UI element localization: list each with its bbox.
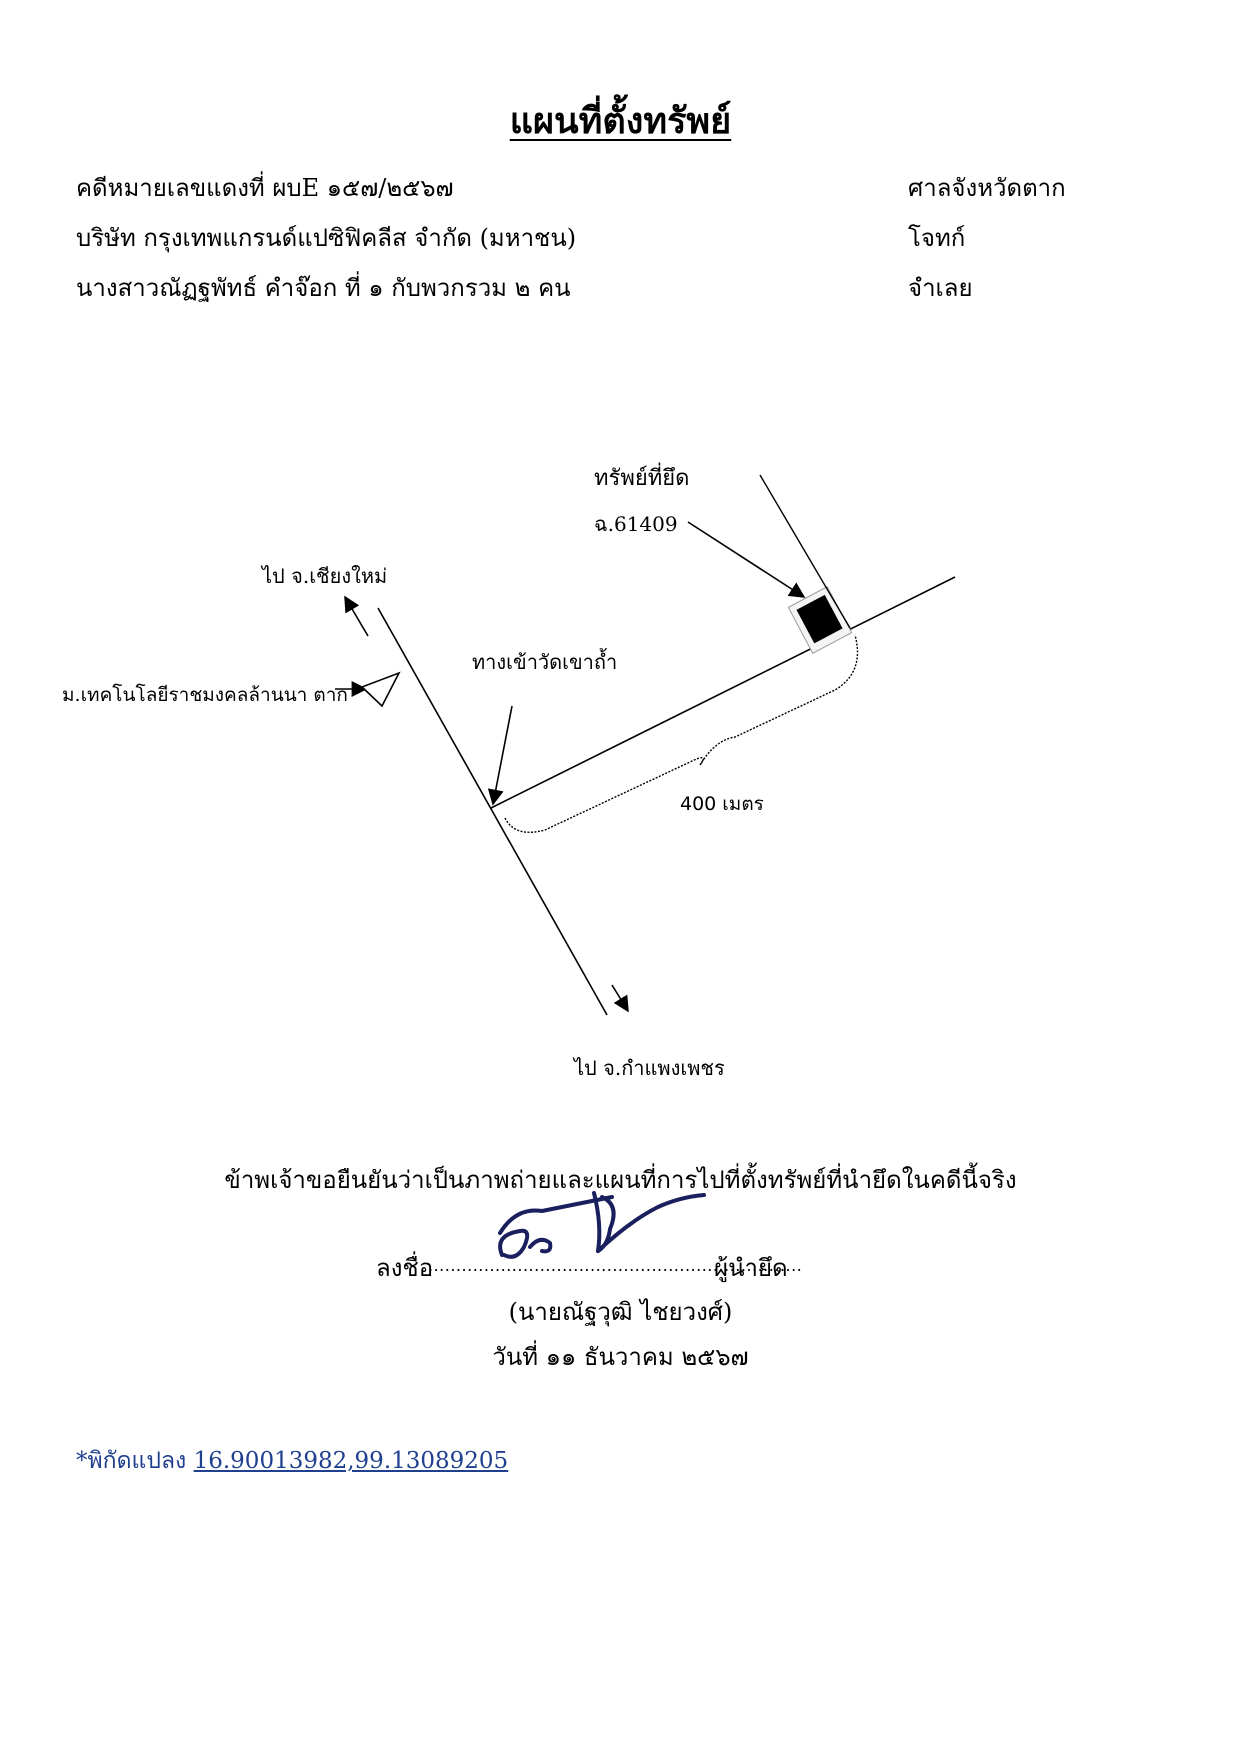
document-title: แผนที่ตั้งทรัพย์ — [509, 100, 732, 142]
defendant-role: จำเลย — [908, 274, 973, 302]
handwritten-signature — [498, 1191, 706, 1259]
to-chiangmai-label: ไป จ.เชียงใหม่ — [262, 564, 388, 588]
plaintiff-name: บริษัท กรุงเทพแกรนด์แปซิฟิคลีส จำกัด (มห… — [76, 224, 577, 252]
main-highway — [377, 607, 608, 1016]
property-marker — [796, 594, 843, 644]
confirmation-statement: ข้าพเจ้าขอยืนยันว่าเป็นภาพถ่ายและแผนที่ก… — [224, 1166, 1017, 1194]
defendant-name: นางสาวณัฏฐพัทธ์ คำจ๊อก ที่ ๑ กับพวกรวม ๒… — [76, 274, 571, 302]
plot-coordinates: *พิกัดแปลง 16.90013982,99.13089205 — [76, 1443, 508, 1479]
sign-prefix: ลงชื่อ — [376, 1254, 434, 1282]
sign-dots: ........................................… — [428, 1256, 803, 1275]
university-label: ม.เทคโนโลยีราชมงคลล้านนา ตาก — [62, 684, 348, 706]
signer-name: (นายณัฐวุฒิ ไชยวงศ์) — [508, 1298, 733, 1326]
arrow-to-entrance — [487, 705, 513, 806]
seized-property-label: ทรัพย์ที่ยึด — [594, 466, 690, 491]
plate-label: ฉ.61409 — [594, 512, 678, 536]
plate-arrow — [687, 521, 806, 598]
temple-road — [490, 576, 956, 809]
arrow-to-chiangmai — [344, 595, 369, 637]
plaintiff-role: โจทก์ — [908, 224, 966, 252]
distance-brace — [504, 634, 859, 833]
temple-entrance-label: ทางเข้าวัดเขาถ้ำ — [472, 650, 618, 674]
case-number: คดีหมายเลขแดงที่ ผบE ๑๕๗/๒๕๖๗ — [76, 174, 454, 202]
property-line — [759, 474, 851, 629]
university-triangle — [360, 671, 401, 708]
distance-label: 400 เมตร — [680, 793, 764, 815]
sign-suffix: ผู้นำยึด — [714, 1254, 788, 1282]
to-kamphaengphet-label: ไป จ.กำแพงเพชร — [574, 1056, 725, 1080]
coordinates-label: *พิกัดแปลง — [76, 1448, 187, 1474]
sign-date: วันที่ ๑๑ ธันวาคม ๒๕๖๗ — [492, 1343, 749, 1371]
arrow-to-kamphaengphet — [611, 984, 629, 1013]
coordinates-link[interactable]: 16.90013982,99.13089205 — [193, 1448, 509, 1474]
court-name: ศาลจังหวัดตาก — [908, 174, 1066, 202]
